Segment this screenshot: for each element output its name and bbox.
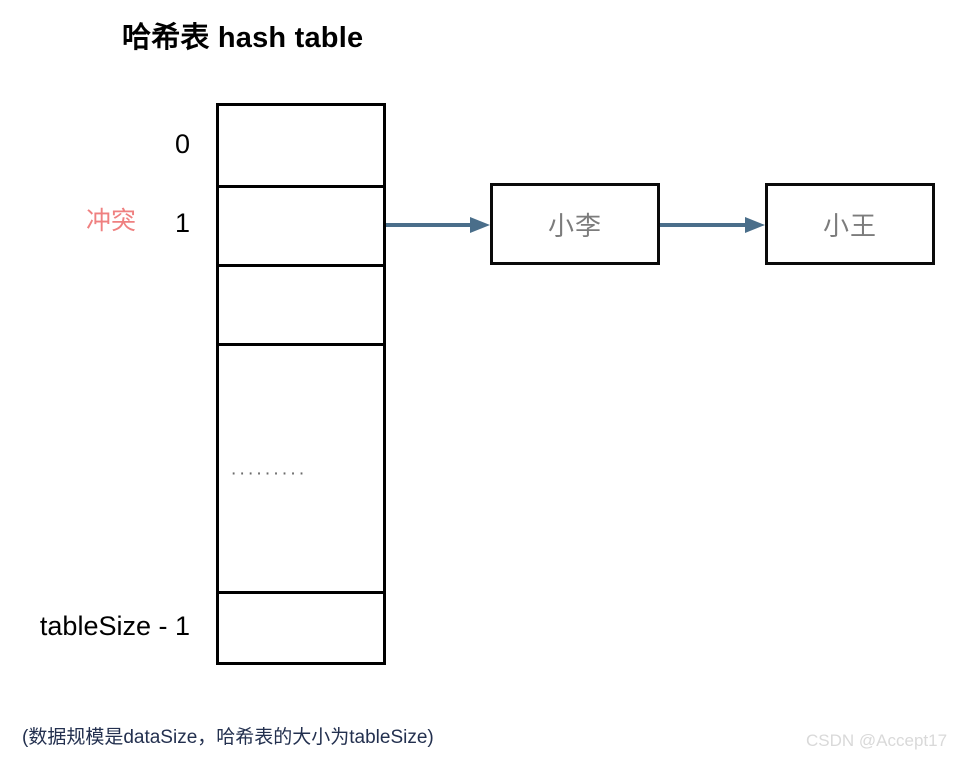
collision-annotation-label: 冲突 (86, 207, 137, 235)
hash-table-slot-last (219, 591, 383, 662)
hash-table-slot-1 (219, 185, 383, 264)
chain-node-xiaowang: 小王 (765, 183, 935, 265)
page-title: 哈希表 hash table (122, 22, 364, 54)
ellipsis-dots: ......... (231, 458, 308, 479)
slot-index-label-0: 0 (174, 129, 190, 159)
chain-node-label: 小李 (547, 210, 602, 241)
hash-table-slot-2 (219, 264, 383, 343)
hash-table-slot-ellipsis: ......... (219, 343, 383, 591)
hash-table-slot-0 (219, 106, 383, 185)
chain-node-label: 小王 (822, 210, 877, 241)
watermark: CSDN @Accept17 (806, 731, 948, 750)
arrow-slot1-to-node-xiaoli (386, 214, 492, 236)
arrow-node-xiaoli-to-node-xiaowang (660, 214, 767, 236)
slot-index-label-last: tableSize - 1 (39, 611, 190, 641)
slot-index-label-1: 1 (174, 208, 190, 238)
figure-caption: (数据规模是dataSize，哈希表的大小为tableSize) (22, 727, 434, 748)
hash-table-array: ......... (216, 103, 386, 665)
chain-node-xiaoli: 小李 (490, 183, 660, 265)
